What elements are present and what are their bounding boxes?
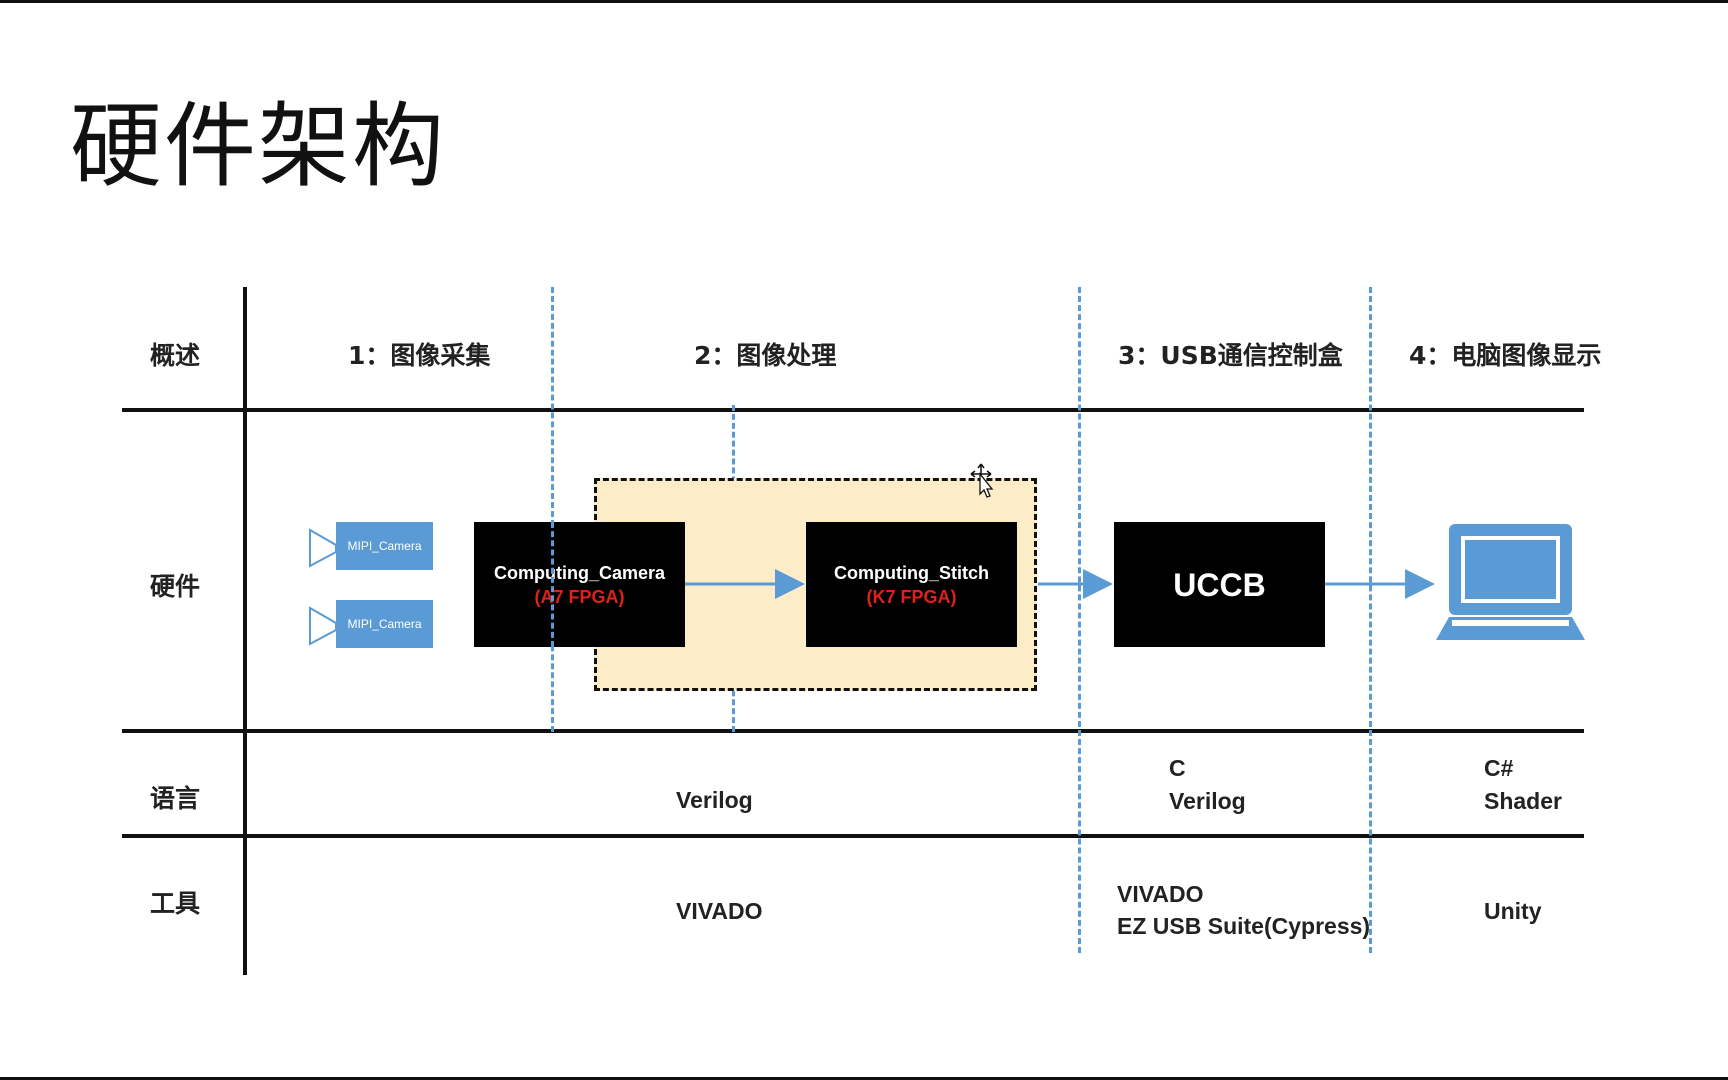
mipi-camera-2: MIPI_Camera <box>336 600 433 648</box>
laptop-icon <box>1436 524 1585 640</box>
tools-pc: Unity <box>1484 898 1542 924</box>
hardware-divider <box>122 729 1584 733</box>
row-label-overview: 概述 <box>150 341 201 370</box>
row-label-tools: 工具 <box>150 889 201 918</box>
language-pc-csharp: C# <box>1484 755 1514 781</box>
computing-camera-block: Computing_Camera (A7 FPGA) <box>474 522 685 647</box>
tools-processing: VIVADO <box>676 898 763 924</box>
camera-lens-icon <box>309 606 337 646</box>
column-separator-usb <box>1369 287 1372 953</box>
language-divider <box>122 834 1584 838</box>
uccb-block: UCCB <box>1114 522 1325 647</box>
column-header-processing: 2：图像处理 <box>694 341 837 370</box>
label-column-divider <box>243 287 247 975</box>
column-separator-capture <box>551 287 554 732</box>
column-header-capture: 1：图像采集 <box>348 341 491 370</box>
camera-lens-icon <box>309 528 337 568</box>
language-processing: Verilog <box>676 787 753 813</box>
tools-usb-vivado: VIVADO <box>1117 881 1204 907</box>
mipi-camera-1: MIPI_Camera <box>336 522 433 570</box>
computing-stitch-name: Computing_Stitch <box>834 562 989 583</box>
computing-stitch-block: Computing_Stitch (K7 FPGA) <box>806 522 1017 647</box>
column-separator-processing <box>1078 287 1081 953</box>
tools-usb-ezusb: EZ USB Suite(Cypress) <box>1117 913 1371 939</box>
header-divider <box>122 408 1584 412</box>
row-label-hardware: 硬件 <box>150 572 201 601</box>
uccb-name: UCCB <box>1173 566 1266 603</box>
row-label-language: 语言 <box>150 784 201 813</box>
top-border <box>0 0 1728 3</box>
column-header-usb: 3：USB通信控制盒 <box>1118 341 1343 370</box>
computing-stitch-chip: (K7 FPGA) <box>866 586 957 607</box>
page-title: 硬件架构 <box>70 93 447 200</box>
language-usb-c: C <box>1169 755 1186 781</box>
column-separator-capture-overlay <box>551 522 554 647</box>
language-usb-verilog: Verilog <box>1169 788 1246 814</box>
computing-camera-chip: (A7 FPGA) <box>534 586 625 607</box>
language-pc-shader: Shader <box>1484 788 1562 814</box>
move-cursor-icon <box>970 463 994 498</box>
bottom-border <box>0 1077 1728 1080</box>
computing-camera-name: Computing_Camera <box>493 562 666 583</box>
column-header-pc: 4：电脑图像显示 <box>1409 341 1602 370</box>
